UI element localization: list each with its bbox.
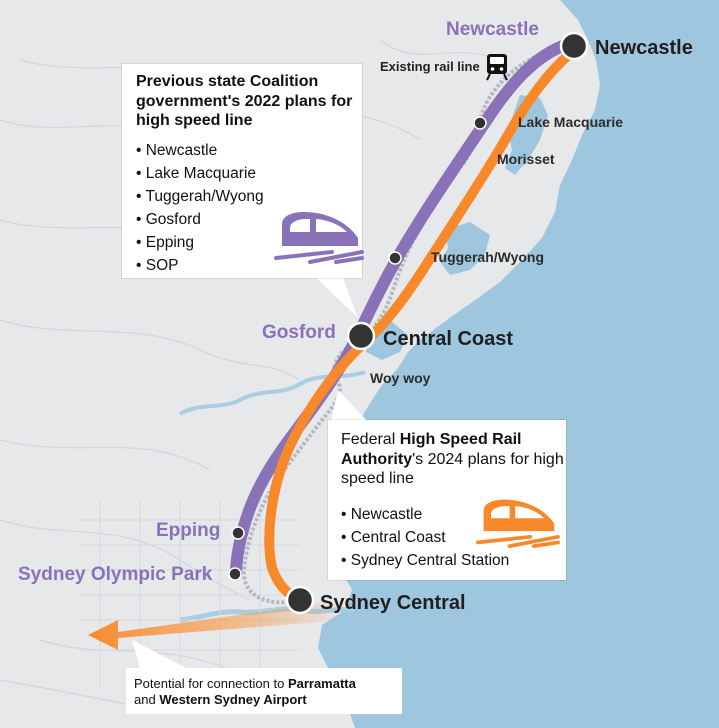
newcastle-station-label: Newcastle: [595, 37, 693, 59]
list-item: Gosford: [136, 208, 362, 231]
coalition-box-pointer: [308, 270, 358, 318]
note-box-pointer: [132, 640, 186, 668]
sydney-central-marker: [285, 585, 315, 615]
epping-marker: [231, 526, 245, 540]
central-coast-label: Central Coast: [383, 328, 514, 350]
epping-label: Epping: [156, 520, 221, 541]
train-icon: [486, 54, 508, 81]
list-item: SOP: [136, 254, 362, 277]
woy-woy-label: Woy woy: [370, 370, 431, 386]
central-coast-marker: [346, 321, 376, 351]
lake-macquarie-label: Lake Macquarie: [518, 114, 624, 130]
train-icon: [476, 499, 560, 548]
tuggerah-wyong-label: Tuggerah/Wyong: [431, 249, 545, 265]
list-item: Newcastle: [341, 503, 566, 526]
list-item: Tuggerah/Wyong: [136, 185, 362, 208]
coalition-stop-list: Newcastle Lake Macquarie Tuggerah/Wyong …: [136, 139, 362, 277]
federal-plan-title: Federal High Speed Rail Authority's 2024…: [341, 431, 564, 488]
connection-note: Potential for connection to Parramatta a…: [126, 668, 402, 714]
list-item: Central Coast: [341, 526, 566, 549]
list-item: Epping: [136, 231, 362, 254]
newcastle-route-label: Newcastle: [446, 19, 539, 40]
sydney-central-label: Sydney Central: [320, 592, 466, 614]
newcastle-marker: [559, 31, 589, 61]
existing-rail-label: Existing rail line: [380, 59, 480, 74]
sydney-olympic-park-marker: [228, 567, 242, 581]
list-item: Lake Macquarie: [136, 162, 362, 185]
federal-plan-box: Federal High Speed Rail Authority's 2024…: [328, 420, 566, 580]
urban-grid: [80, 500, 300, 690]
federal-box-pointer: [330, 390, 372, 426]
coalition-plan-box: Previous state Coalition government's 20…: [122, 64, 364, 278]
morisset-label: Morisset: [497, 151, 555, 167]
gosford-label: Gosford: [262, 322, 336, 343]
sydney-olympic-park-label: Sydney Olympic Park: [18, 564, 213, 585]
federal-stop-list: Newcastle Central Coast Sydney Central S…: [341, 503, 566, 572]
extension-arrow: [88, 600, 345, 650]
list-item: Newcastle: [136, 139, 362, 162]
tuggerah-lake: [440, 222, 490, 275]
list-item: Sydney Central Station: [341, 549, 566, 572]
lake-macquarie-marker: [473, 116, 487, 130]
tuggerah-marker: [388, 251, 402, 265]
train-icon: [274, 212, 364, 264]
coalition-plan-title: Previous state Coalition government's 20…: [136, 73, 353, 130]
